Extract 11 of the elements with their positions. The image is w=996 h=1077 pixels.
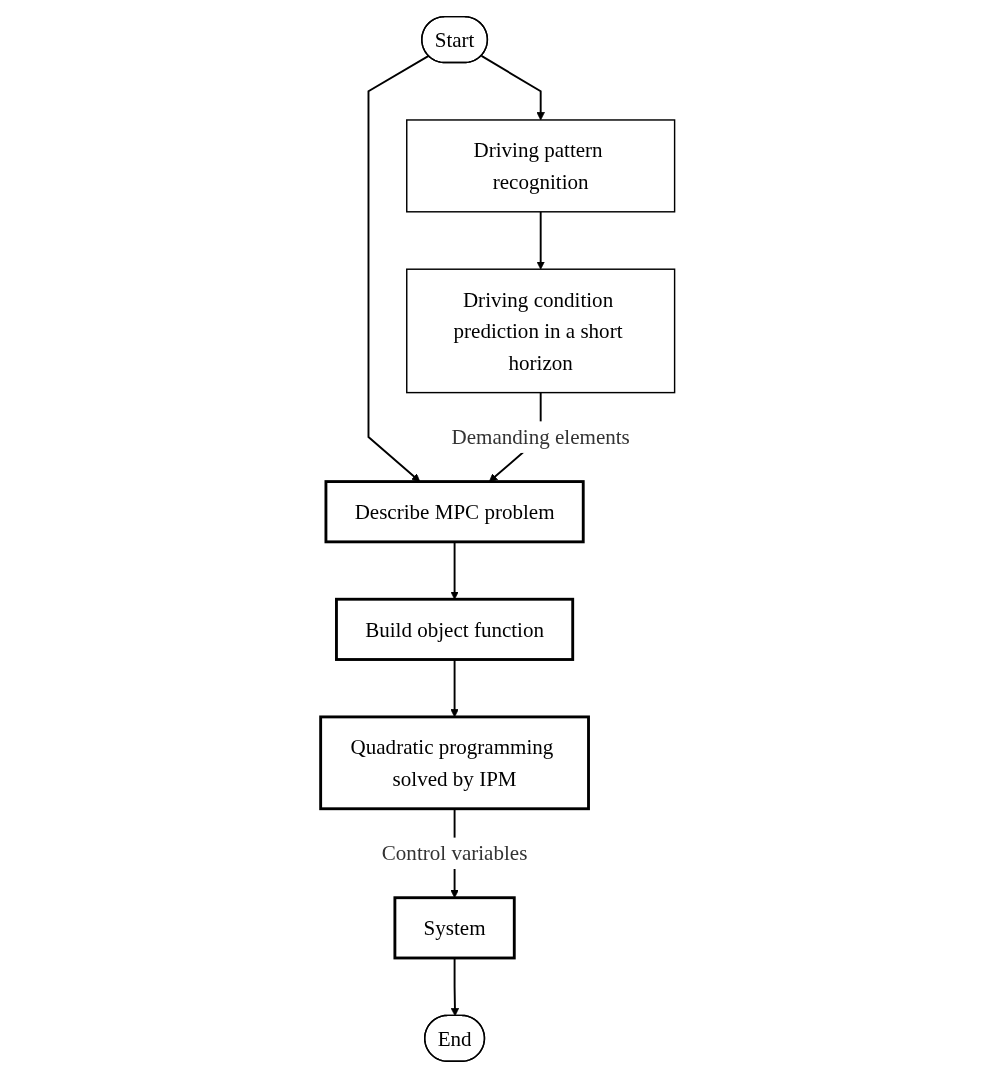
node-box: Driving pattern recognition bbox=[406, 118, 676, 213]
edge-label: Control variables bbox=[382, 840, 528, 865]
node-box: Quadratic programming solved by IPM bbox=[319, 715, 591, 810]
node-box: Describe MPC problem bbox=[324, 479, 586, 543]
node-box: Build object function bbox=[335, 597, 575, 661]
arrow bbox=[367, 54, 430, 482]
arrow bbox=[480, 54, 546, 120]
edge-label: Demanding elements bbox=[451, 424, 631, 449]
arrow bbox=[536, 210, 546, 270]
node-box: Driving condition prediction in a short horizon bbox=[406, 268, 676, 393]
node-box: System bbox=[393, 895, 517, 959]
